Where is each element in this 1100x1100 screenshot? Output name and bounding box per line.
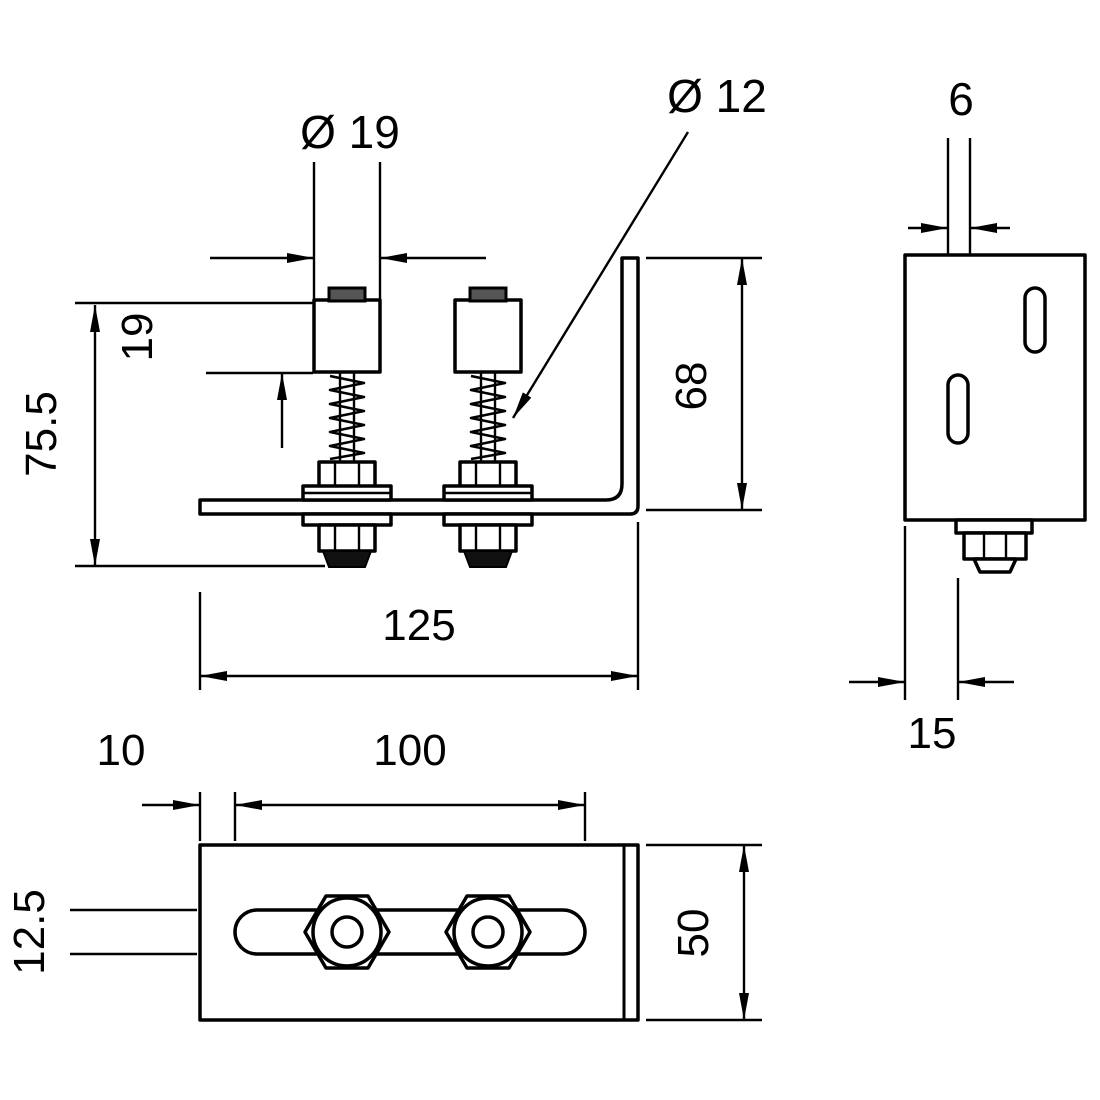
side-nut	[962, 531, 1028, 561]
side-stub	[972, 557, 1018, 574]
label-side-offset: 15	[908, 709, 957, 758]
side-slot-upper	[1023, 286, 1047, 354]
side-plate	[903, 253, 1087, 522]
roller-left	[312, 298, 382, 374]
label-upright-height: 68	[667, 362, 716, 411]
roller-right	[453, 298, 523, 374]
label-side-thickness: 6	[948, 73, 974, 125]
dim-total-height: 75.5	[17, 305, 325, 568]
label-total-height: 75.5	[17, 391, 66, 477]
label-roller-height: 19	[113, 313, 162, 362]
roller-cap-right	[468, 286, 508, 303]
lower-nut-left	[317, 523, 377, 553]
dim-base-length: 125	[198, 522, 640, 690]
lower-nut-right	[458, 523, 518, 553]
side-washer	[954, 518, 1034, 535]
bolt-hole-left	[330, 915, 364, 949]
bolt-top-right	[444, 894, 532, 970]
side-view	[903, 253, 1087, 574]
dim-upright-height: 68	[646, 256, 762, 512]
side-slot-lower	[946, 373, 970, 445]
upper-nut-left	[317, 460, 377, 490]
label-base-length: 125	[382, 601, 455, 650]
dim-roller-diameter: Ø 19	[210, 106, 486, 300]
dim-bolt-diameter: Ø 12	[511, 70, 767, 419]
label-bolt-diameter: Ø 12	[667, 70, 767, 122]
dim-slot-offset: 10	[97, 726, 202, 841]
dim-slot-length: 100	[233, 726, 587, 841]
bolt-hole-right	[471, 915, 505, 949]
label-slot-offset: 10	[97, 726, 146, 775]
label-slot-length: 100	[373, 726, 446, 775]
dim-roller-height: 19	[75, 301, 313, 448]
front-view	[198, 256, 640, 568]
spring-right	[469, 374, 507, 461]
end-cap-right	[462, 550, 514, 568]
base-slot	[233, 908, 587, 956]
dim-side-offset: 15	[849, 526, 1014, 758]
dim-base-width: 50	[646, 843, 762, 1022]
dim-slot-width: 12.5	[5, 889, 197, 975]
bolt-top-left	[303, 894, 391, 970]
bolt-assembly-right	[442, 286, 534, 568]
upper-nut-right	[458, 460, 518, 490]
top-view	[198, 843, 640, 1022]
bolt-assembly-left	[301, 286, 393, 568]
label-roller-diameter: Ø 19	[300, 106, 400, 158]
roller-cap-left	[327, 286, 367, 303]
dim-side-thickness: 6	[908, 73, 1010, 256]
label-slot-width: 12.5	[5, 889, 54, 975]
end-cap-left	[321, 550, 373, 568]
bracket-plate	[198, 256, 640, 516]
spring-left	[328, 374, 366, 461]
label-base-width: 50	[669, 909, 718, 958]
